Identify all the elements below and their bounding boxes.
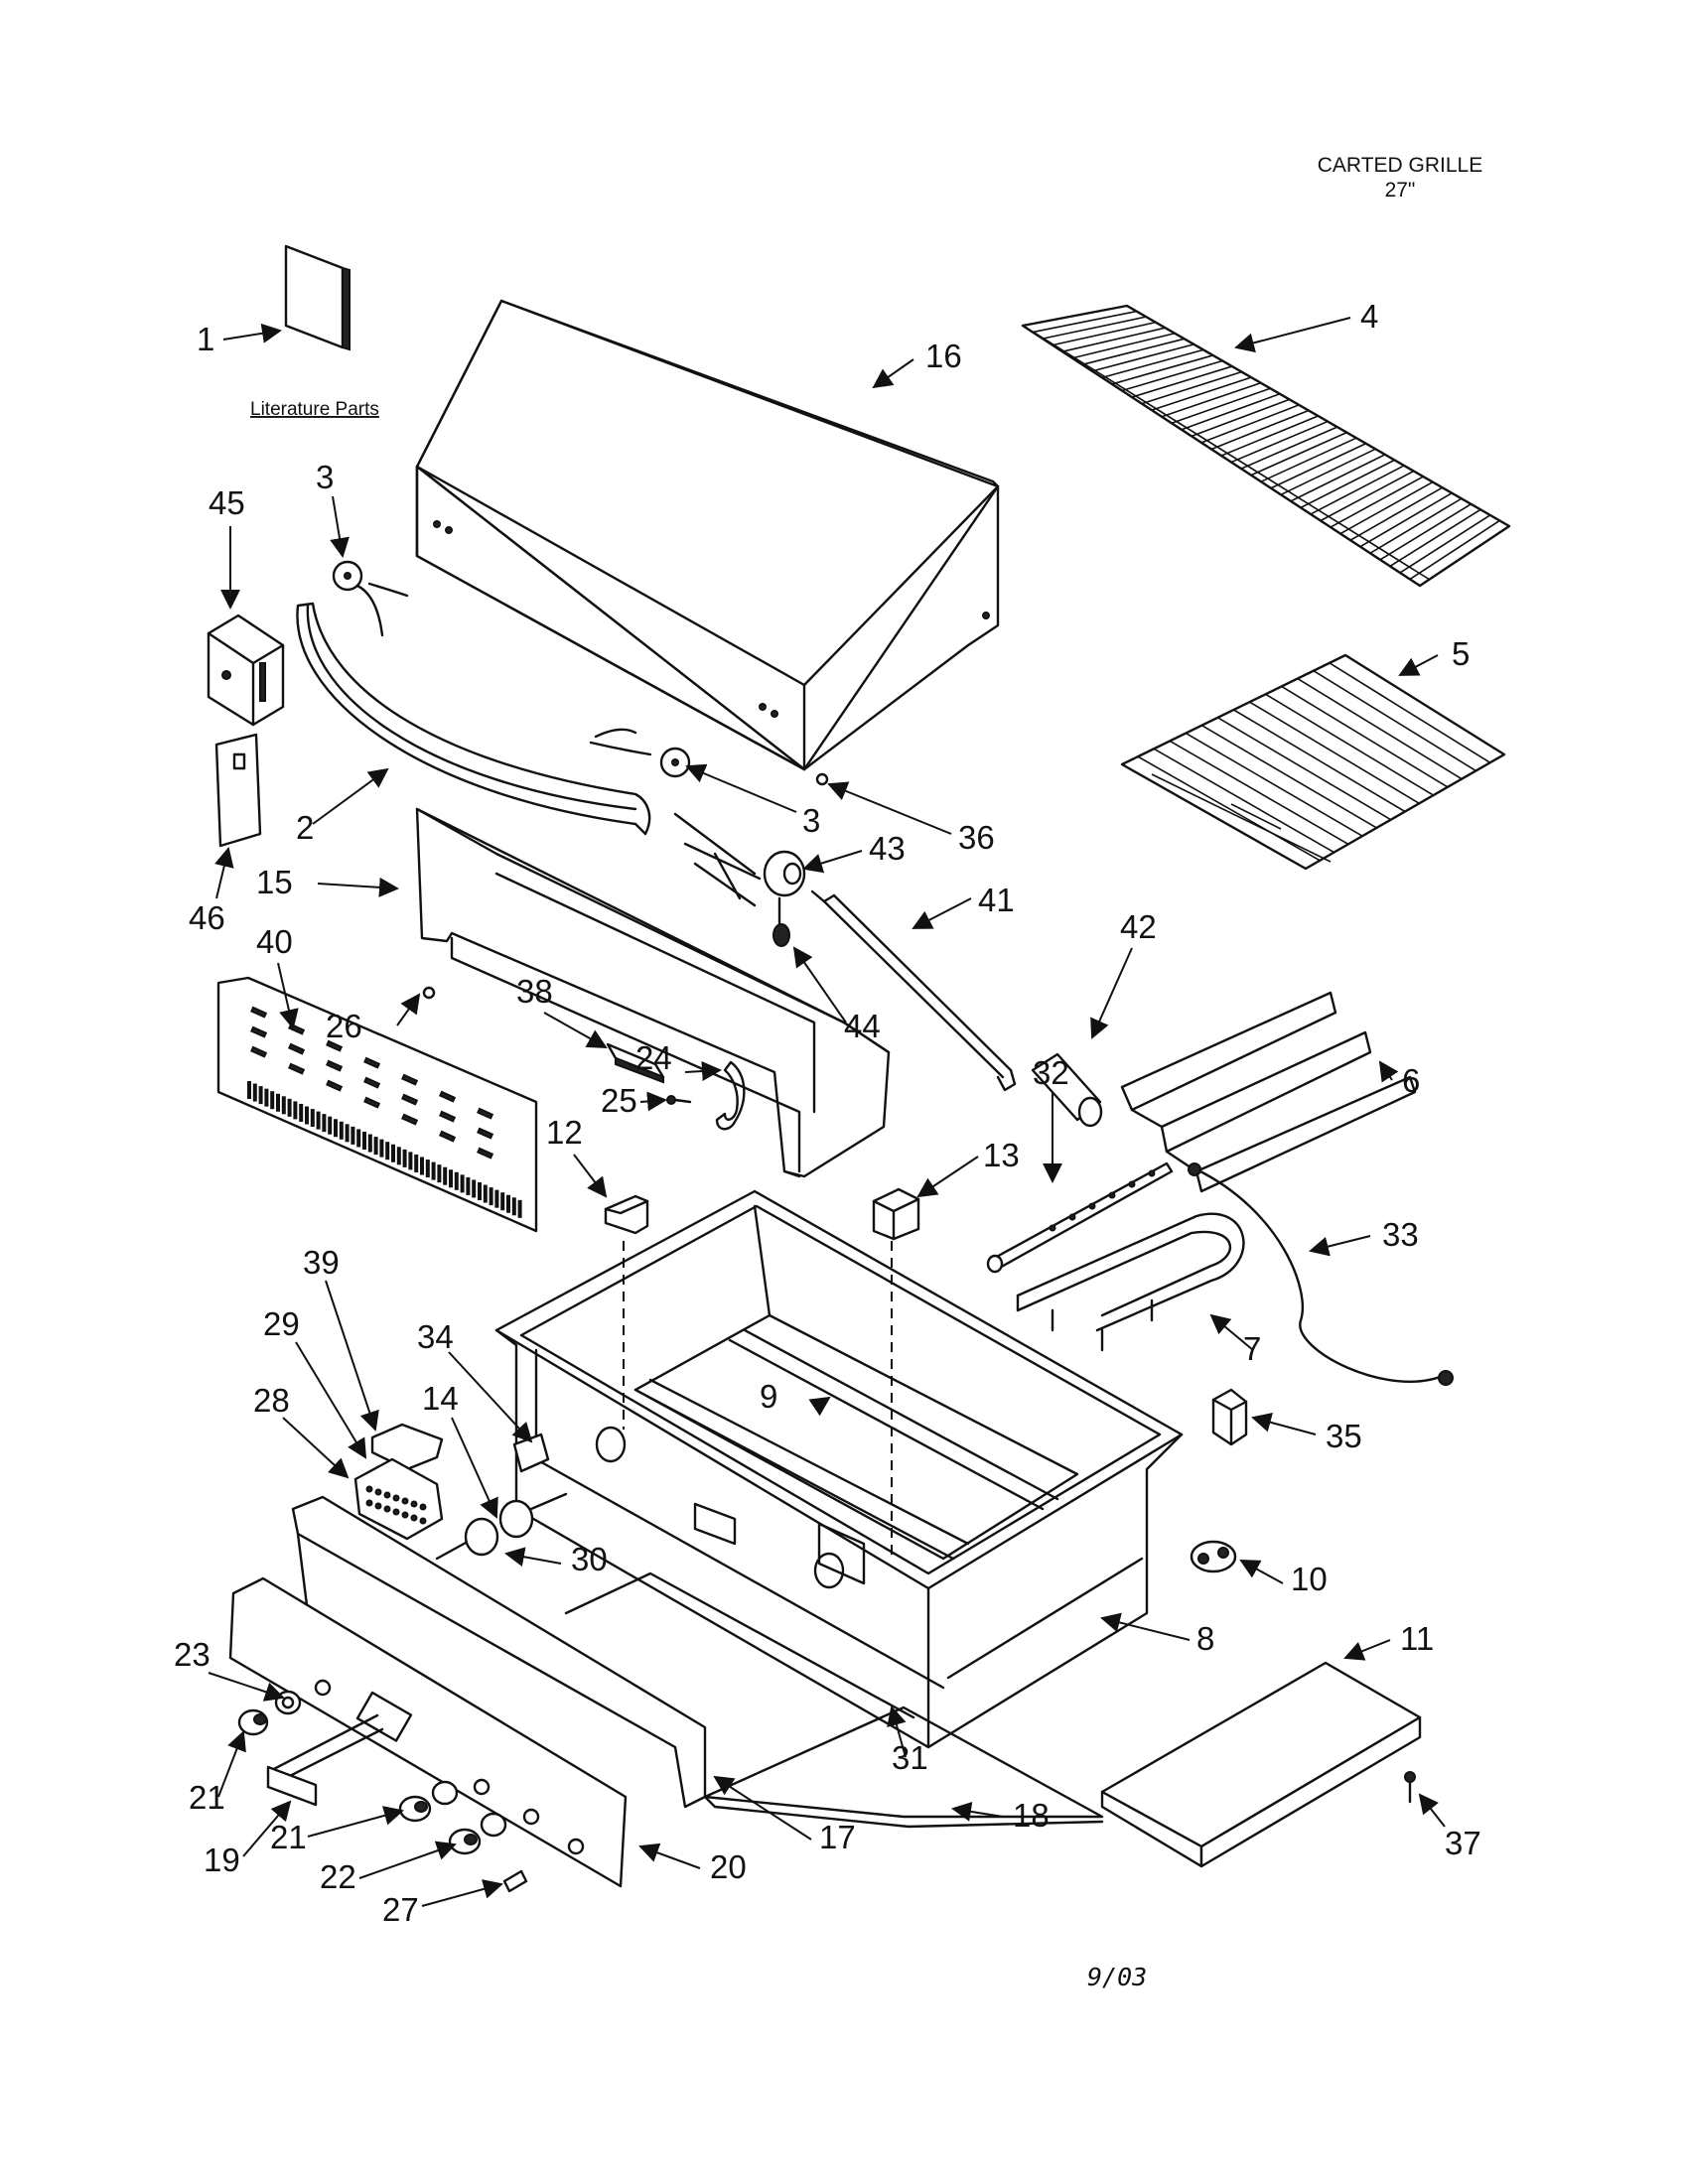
callout-24: 24 <box>635 1039 672 1076</box>
part-burner-tube <box>986 1161 1174 1274</box>
callout-35: 35 <box>1326 1418 1362 1454</box>
part-26-nut <box>422 986 436 1000</box>
part-spit-handle <box>1031 1052 1103 1128</box>
part-hood <box>415 299 1000 771</box>
part-fork-screw <box>772 896 790 947</box>
callout-37: 37 <box>1445 1825 1481 1861</box>
callout-6: 6 <box>1402 1062 1420 1099</box>
callout-45: 45 <box>209 484 245 521</box>
revision-date: 9/03 <box>1087 1963 1147 1991</box>
part-36-ball <box>815 772 829 786</box>
callout-25: 25 <box>601 1082 637 1119</box>
callout-26: 26 <box>326 1008 362 1044</box>
callout-39: 39 <box>303 1244 340 1281</box>
part-firebox-back <box>415 807 891 1178</box>
diagram-size: 27" <box>1385 179 1416 202</box>
literature-parts-label: Literature Parts <box>250 399 379 420</box>
part-drip-tray <box>703 1706 1104 1829</box>
part-u-burner <box>1016 1212 1245 1352</box>
part-10-regulator <box>1190 1540 1237 1573</box>
callout-33: 33 <box>1382 1216 1419 1253</box>
callout-16: 16 <box>925 338 962 374</box>
callout-21-left: 21 <box>189 1779 225 1816</box>
part-base-block <box>1100 1661 1422 1868</box>
callout-2: 2 <box>296 809 314 846</box>
callout-31: 31 <box>892 1739 928 1776</box>
callout-3-lower: 3 <box>802 802 820 839</box>
callout-46: 46 <box>189 899 225 936</box>
callout-43: 43 <box>869 830 906 867</box>
callout-34: 34 <box>417 1318 454 1355</box>
part-37-screw <box>1404 1771 1416 1804</box>
callout-17: 17 <box>819 1819 856 1855</box>
part-27-screw <box>502 1869 528 1893</box>
callout-4: 4 <box>1360 298 1378 335</box>
part-knob-21a <box>237 1708 269 1736</box>
part-burner-bars <box>633 1328 1059 1561</box>
part-rotisserie-bracket-lower <box>589 728 691 778</box>
callouts: 1 4 16 3 45 5 2 3 36 15 43 46 41 40 42 2… <box>174 298 1481 1928</box>
part-19-ignitor <box>266 1713 384 1807</box>
callout-23: 23 <box>174 1636 210 1673</box>
part-cooking-grate <box>1120 653 1506 871</box>
part-control-panel <box>228 1576 628 1888</box>
callout-8: 8 <box>1196 1620 1214 1657</box>
part-rotisserie-bracket-upper <box>332 560 409 637</box>
callout-20: 20 <box>710 1848 747 1885</box>
part-24-hook <box>715 1060 746 1131</box>
part-valve <box>435 1492 568 1561</box>
part-rotisserie-forks <box>673 812 806 907</box>
callout-36: 36 <box>958 819 995 856</box>
part-handle <box>296 602 651 836</box>
callout-1: 1 <box>197 321 214 357</box>
callout-18: 18 <box>1013 1797 1050 1834</box>
callout-32: 32 <box>1033 1054 1069 1091</box>
part-flex-hose <box>1188 1162 1454 1386</box>
callout-10: 10 <box>1291 1561 1328 1597</box>
callout-28: 28 <box>253 1382 290 1419</box>
callout-13: 13 <box>983 1137 1020 1173</box>
part-support-rod <box>564 1571 915 1719</box>
callout-42: 42 <box>1120 908 1157 945</box>
part-warming-rack <box>1021 304 1511 588</box>
part-knob-22 <box>448 1812 507 1855</box>
callout-7: 7 <box>1243 1330 1261 1367</box>
callout-19: 19 <box>204 1842 240 1878</box>
callout-30: 30 <box>571 1541 608 1577</box>
callout-15: 15 <box>256 864 293 900</box>
part-12-bracket <box>604 1194 649 1235</box>
callout-3-upper: 3 <box>316 459 334 495</box>
callout-12: 12 <box>546 1114 583 1151</box>
part-39-cover <box>370 1423 444 1471</box>
callout-22: 22 <box>320 1858 356 1895</box>
part-45-box <box>207 614 285 727</box>
callout-27: 27 <box>382 1891 419 1928</box>
part-13-bracket <box>872 1187 920 1241</box>
callout-41: 41 <box>978 882 1015 918</box>
part-front-trim <box>291 1495 707 1809</box>
callout-44: 44 <box>844 1008 881 1044</box>
callout-14: 14 <box>422 1380 459 1417</box>
callout-9: 9 <box>760 1378 777 1415</box>
callout-38: 38 <box>516 973 553 1010</box>
part-25-screw <box>666 1095 692 1105</box>
part-knob-21b <box>398 1780 459 1823</box>
callout-leaders <box>208 317 1446 1907</box>
callout-5: 5 <box>1452 635 1470 672</box>
diagram-title: CARTED GRILLE <box>1318 154 1483 177</box>
callout-11: 11 <box>1400 1620 1434 1657</box>
part-vented-panel <box>216 976 538 1233</box>
part-38-bracket <box>606 1042 665 1084</box>
callout-40: 40 <box>256 923 293 960</box>
part-heat-shields <box>1120 991 1417 1193</box>
callout-29: 29 <box>263 1305 300 1342</box>
part-bezel-23 <box>274 1690 302 1715</box>
part-35-bracket <box>1211 1388 1248 1446</box>
part-spit-rod <box>810 889 1017 1092</box>
callout-21-right: 21 <box>270 1819 307 1855</box>
part-28-29-valve-assembly <box>353 1457 444 1541</box>
part-46-gasket <box>214 733 262 848</box>
part-literature-booklet <box>284 244 351 351</box>
